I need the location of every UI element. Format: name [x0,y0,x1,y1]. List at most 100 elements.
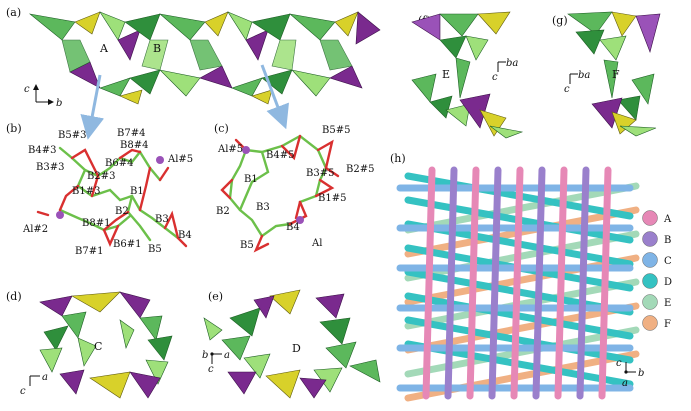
panel-g-axis-c: c [564,84,570,95]
panel-h-axis-c: c [616,358,622,369]
panel-f-framework [411,11,524,139]
atom-label: Al#2 [22,224,48,235]
atom-label: B5#5 [322,125,350,136]
panel-d-axes: c a [20,372,48,397]
ring-label-c: C [94,340,102,353]
atom-label: B8#1 [82,218,110,229]
atom-label: B2 [216,206,230,217]
panel-b-al-atom-1 [156,156,164,164]
panel-g-framework [567,11,661,137]
atom-label: B7#4 [117,128,145,139]
atom-label: B7#1 [75,246,103,257]
rod-b [444,166,458,400]
panel-e-axes: b a c [202,350,230,375]
panel-d-axis-a: a [42,372,48,383]
legend-swatch [642,273,658,289]
panel-g-axis-ba: ba [578,70,590,81]
panel-b: (b) B5#3 B7#4 B4#3 B8#4 B6#4 Al#5 B3#3 [6,122,193,257]
atom-label: B3#5 [306,168,334,179]
panel-c-tag: (c) [214,122,229,135]
panel-c-al-atom-2 [296,216,304,224]
rod-b [576,166,590,400]
atom-label: B5 [148,244,162,255]
panel-a-tag: (a) [6,6,21,19]
panel-a-axes: c b [24,84,62,109]
atom-label: B1 [244,174,258,185]
legend-label: B [664,235,671,246]
panel-c-al-atom-1 [242,146,250,154]
panel-h-axis-b: b [638,368,644,379]
atom-label: B2#3 [87,171,115,182]
panel-a-axis-b: b [56,98,62,109]
legend-swatch [642,231,658,247]
rod-e [404,278,640,330]
pointer-arrow-2 [260,64,289,130]
panel-h-axis-a: a [622,378,628,389]
panel-e-tag: (e) [208,290,223,303]
atom-label: B6#1 [113,239,141,250]
panel-g-axes: c ba [564,70,590,95]
legend-label: D [664,277,672,288]
atom-label: B8#4 [120,140,148,151]
legend-label: C [664,256,672,267]
atom-label: B4 [286,222,300,233]
rod-a [422,166,436,400]
atom-label: B6#4 [105,158,133,169]
panel-b-al-atom-2 [56,211,64,219]
legend-swatch [642,315,658,331]
atom-label: Al#5 [167,154,193,165]
legend-label: F [664,319,671,330]
ring-label-b: B [153,42,161,55]
panel-d-axis-c: c [20,386,26,397]
rod-a [510,166,524,400]
rod-a [466,166,480,400]
legend-swatch [642,210,658,226]
panel-d-framework [39,291,173,399]
rod-b [488,166,502,400]
atom-label: B3 [256,202,270,213]
panel-b-tag: (b) [6,122,22,135]
atom-label: B2 [115,206,129,217]
rod-network [396,166,640,402]
atom-label: B3 [155,214,169,225]
atom-label: B1#5 [318,193,346,204]
panel-c: (c) B5#5 Al#5 B4#5 B3#5 B2#5 B1#5 B1 B2 … [214,122,374,253]
panel-e-axis-a: a [224,350,230,361]
ring-label-a: A [99,42,109,55]
atom-label: B5 [240,240,254,251]
panel-e-axis-c: c [208,364,214,375]
atom-label: B4 [178,230,192,241]
atom-label: B1 [130,186,144,197]
atom-label: Al#5 [217,144,243,155]
legend-swatch [642,294,658,310]
panel-h-axes: c b a [616,358,644,389]
panel-a-axis-c: c [24,84,30,95]
panel-f: (f) E c ba [411,11,524,139]
atom-label: B4#3 [28,145,56,156]
atom-label: Al [311,238,322,249]
ring-label-e: E [442,68,450,81]
atom-label: B1#3 [72,186,100,197]
rod-b [532,166,546,400]
panel-f-axes: c ba [492,58,518,83]
panel-h-tag: (h) [390,152,406,165]
atom-label: B5#3 [58,130,86,141]
legend-label: E [664,298,671,309]
panel-e: (e) D b a c [202,289,381,399]
panel-d-tag: (d) [6,290,22,303]
atom-label: B2#5 [346,164,374,175]
panel-d: (d) C c a [6,290,173,399]
panel-f-axis-ba: ba [506,58,518,69]
panel-f-axis-c: c [492,72,498,83]
legend-label: A [663,214,672,225]
panel-g: (g) F c ba [552,11,661,137]
rod-a [554,166,568,400]
rod-a [598,166,612,400]
ring-label-d: D [292,342,301,355]
rod-f [404,206,640,258]
panel-a-framework [28,11,381,105]
atom-label: B3#3 [36,162,64,173]
